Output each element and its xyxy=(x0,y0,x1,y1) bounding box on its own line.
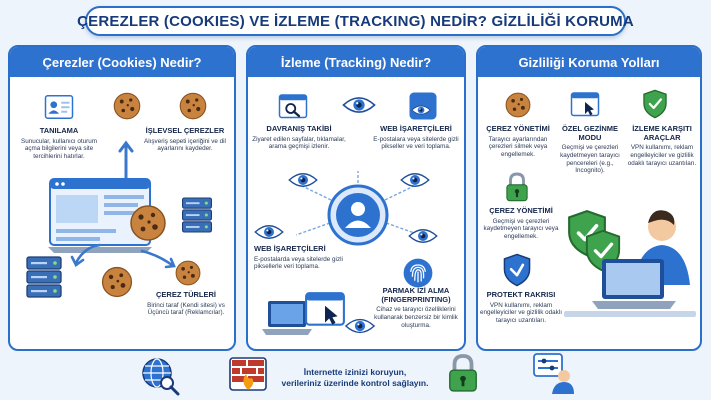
eye-icon xyxy=(288,171,318,189)
cookies-item-3: ÇEREZ TÜRLERİ Birinci taraf (Kendi sites… xyxy=(147,290,225,317)
laptop-icon xyxy=(262,299,312,337)
server-icon xyxy=(180,195,214,235)
fingerprint-icon xyxy=(402,257,434,289)
cookies-item-1: TANILAMA Sunucular, kullanıcı oturum açm… xyxy=(21,126,97,160)
footer-line-2: verileriniz üzerinde kontrol sağlayın. xyxy=(281,378,429,389)
panel-cookies: Çerezler (Cookies) Nedir? TANILAMA Sunuc… xyxy=(8,45,236,351)
cookie-icon xyxy=(504,91,532,119)
cookie-icon xyxy=(178,91,208,121)
cookie-icon xyxy=(100,265,134,299)
panel-cookies-title: Çerezler (Cookies) Nedir? xyxy=(10,47,234,77)
id-card-icon xyxy=(44,93,74,121)
protection-item-5: PROTEKT RAKRISI VPN kullanımı, reklam en… xyxy=(480,290,562,324)
cookies-item-2: İŞLEVSEL ÇEREZLER Alışveriş sepeti içeri… xyxy=(144,126,226,153)
eye-icon xyxy=(408,227,438,245)
server-icon xyxy=(24,253,64,301)
globe-search-icon xyxy=(140,356,180,396)
user-avatar-icon xyxy=(326,183,390,247)
cookie-icon xyxy=(112,91,142,121)
footer-line-1: İnternette izinizi koruyun, xyxy=(303,367,407,377)
panel-protection-title: Gizliliği Koruma Yolları xyxy=(478,47,700,77)
panel-protection: Gizliliği Koruma Yolları ÇEREZ YÖNETİMİ … xyxy=(476,45,702,351)
protection-item-1: ÇEREZ YÖNETİMİ Tarayıcı ayarlarından çer… xyxy=(486,124,550,158)
tracking-item-2: WEB İŞARETÇİLERİ E-postalara veya sitele… xyxy=(373,124,459,151)
eye-icon xyxy=(400,171,430,189)
main-title: ÇEREZLER (COOKIES) VE İZLEME (TRACKING) … xyxy=(77,6,634,36)
arrow-icon xyxy=(118,140,134,181)
eye-icon xyxy=(408,91,438,121)
eye-icon xyxy=(342,95,376,115)
search-page-icon xyxy=(278,93,308,121)
footer-slogan: İnternette izinizi koruyun, verileriniz … xyxy=(270,367,440,389)
shield-icon xyxy=(642,89,668,119)
firewall-icon xyxy=(228,354,268,394)
lock-icon xyxy=(504,171,530,203)
panel-tracking-title: İzleme (Tracking) Nedir? xyxy=(248,47,464,77)
tracking-item-4: PARMAK İZİ ALMA (FINGERPRINTING) Cihaz v… xyxy=(374,286,458,329)
lock-icon xyxy=(446,352,480,394)
cookie-icon xyxy=(128,203,168,243)
tracking-item-3: WEB İŞARETÇİLERİ E-postalarda veya sitel… xyxy=(254,244,343,271)
arrow-icon xyxy=(140,249,176,269)
protection-item-3: İZLEME KARŞITI ARAÇLAR VPN kullanımı, re… xyxy=(627,124,697,167)
protected-user-illustration xyxy=(562,189,698,341)
protection-item-2: ÖZEL GEZİNME MODU Geçmişi ve çerezleri k… xyxy=(560,124,620,175)
main-title-text: ÇEREZLER (COOKIES) VE İZLEME (TRACKING) … xyxy=(77,12,634,30)
panel-tracking: İzleme (Tracking) Nedir? DAVRANIŞ TAKİBİ… xyxy=(246,45,466,351)
cookie-icon xyxy=(174,259,202,287)
shield-icon xyxy=(502,253,532,287)
eye-icon xyxy=(254,223,284,241)
tracking-item-1: DAVRANIŞ TAKİBİ Ziyaret edilen sayfalar,… xyxy=(252,124,346,151)
settings-user-icon xyxy=(532,352,576,396)
browser-cursor-icon xyxy=(570,91,600,119)
protection-item-4: ÇEREZ YÖNETİMİ Geçmişi ve çerezleri kayd… xyxy=(483,206,559,240)
browser-cursor-icon xyxy=(304,291,346,329)
arrow-icon xyxy=(70,243,102,267)
